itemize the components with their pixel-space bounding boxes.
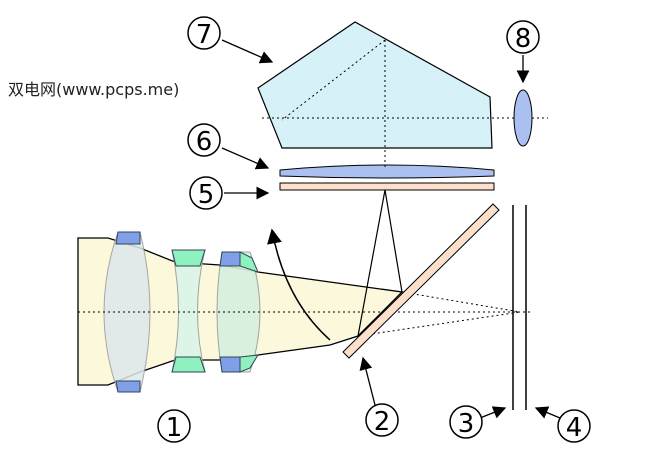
ray-lower	[357, 311, 521, 337]
mirror-swing-arrow	[267, 228, 331, 341]
front-lens-mount	[115, 231, 141, 393]
callout-3: 3	[449, 405, 483, 439]
callout-arrows	[221, 39, 561, 419]
condenser-lens	[279, 164, 495, 179]
reflex-mirror	[342, 203, 500, 359]
focusing-screen	[279, 182, 495, 191]
ray-upper	[401, 291, 521, 313]
callout-3-label: 3	[458, 409, 475, 439]
callout-4-label: 4	[566, 413, 583, 443]
callout-5: 5	[189, 176, 223, 210]
middle-lens-mount	[171, 249, 206, 373]
callout-2-label: 2	[374, 407, 391, 437]
callout-8: 8	[506, 20, 540, 54]
pentaprism	[257, 21, 493, 149]
callout-1-label: 1	[166, 413, 183, 443]
prism-ray-diagonal	[281, 39, 386, 121]
callout-7-label: 7	[196, 20, 213, 50]
rear-lens-green-mount	[239, 251, 259, 373]
callout-7: 7	[187, 16, 221, 50]
callout-1: 1	[157, 409, 191, 443]
watermark: 双电网(www.pcps.me)	[8, 80, 180, 99]
callout-6-label: 6	[196, 127, 213, 157]
callout-5-label: 5	[198, 180, 215, 210]
callout-4: 4	[557, 409, 591, 443]
callout-2: 2	[365, 403, 399, 437]
callout-8-label: 8	[515, 24, 532, 54]
callout-6: 6	[187, 123, 221, 157]
eyepiece-lens	[513, 89, 533, 147]
